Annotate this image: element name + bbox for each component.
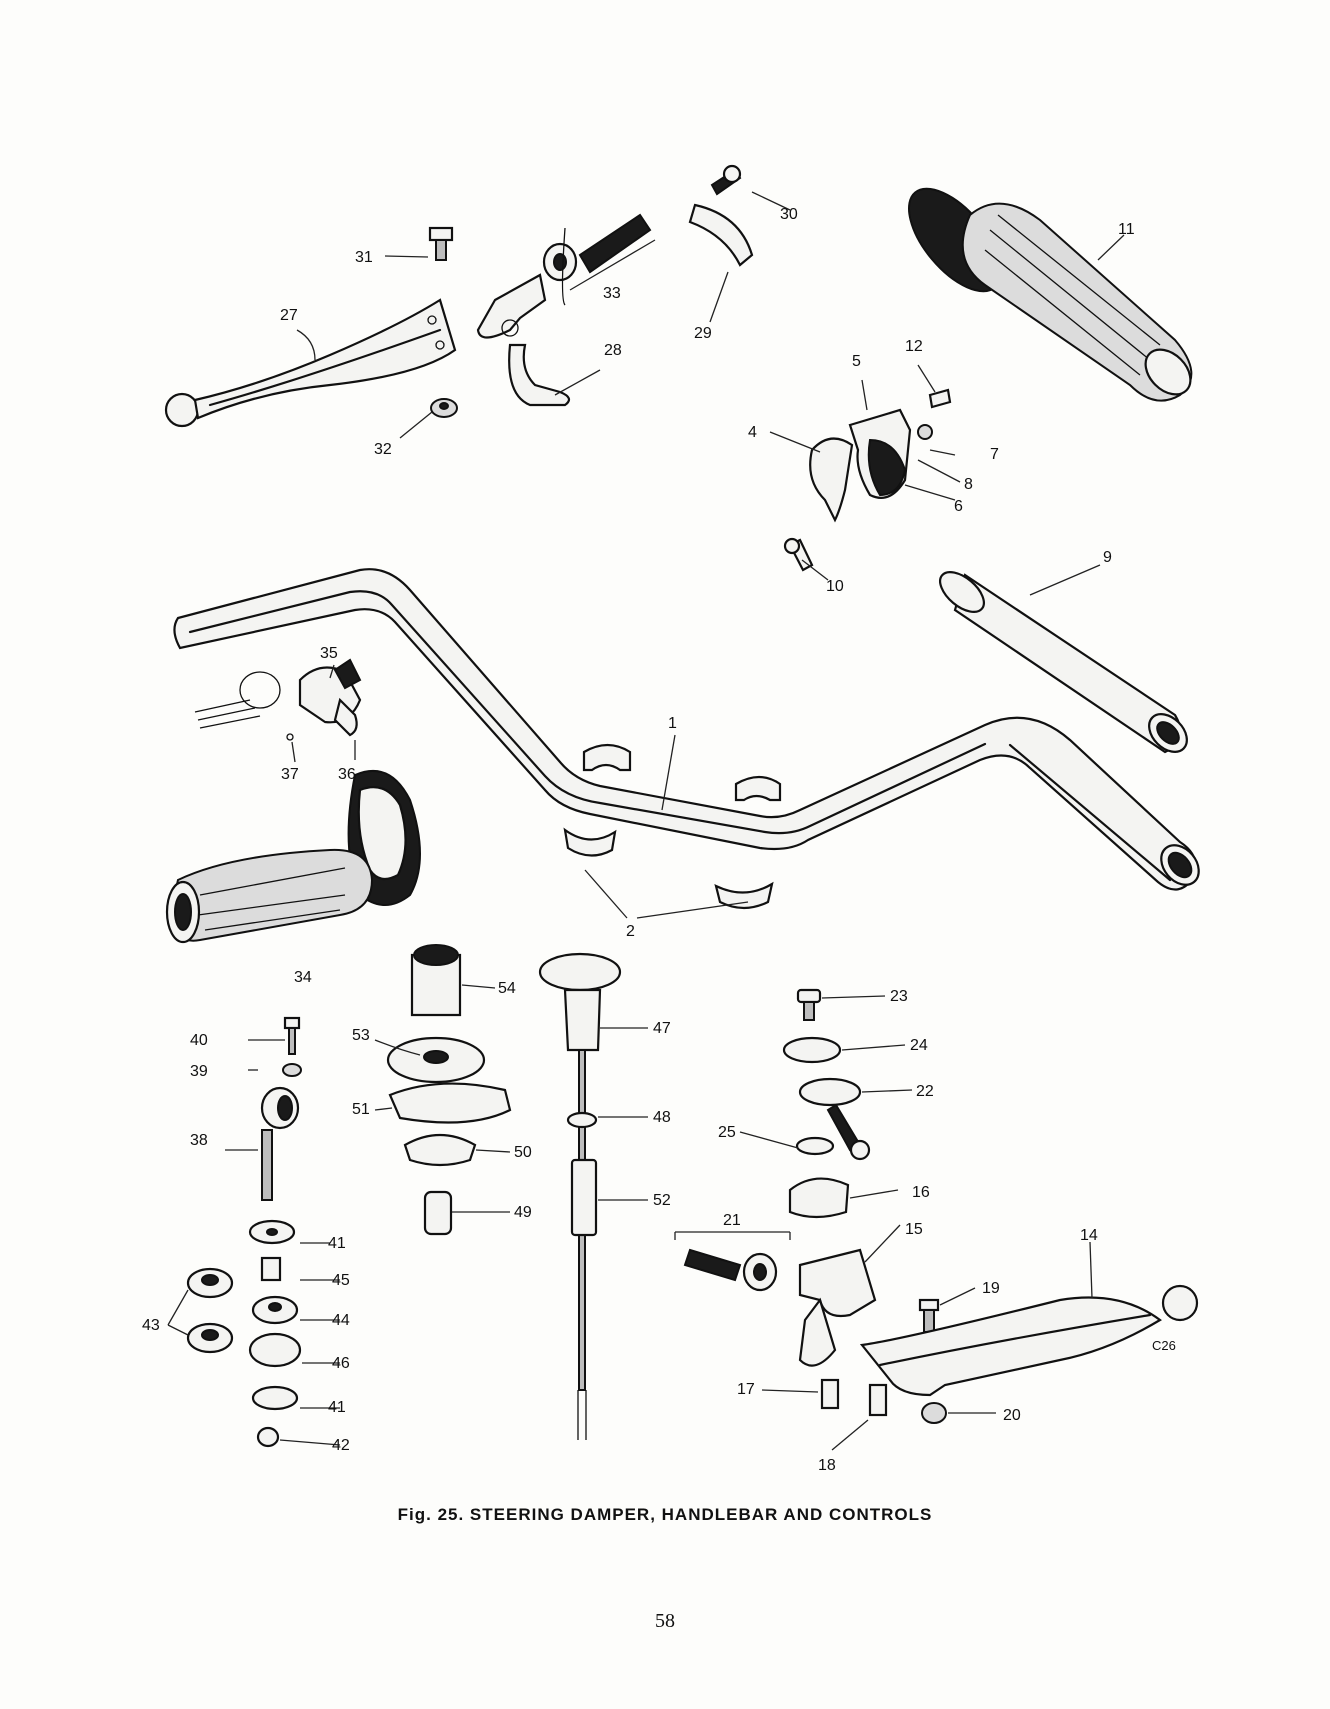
callout-39: 39 bbox=[190, 1063, 208, 1080]
callout-40: 40 bbox=[190, 1032, 208, 1049]
callout-46: 46 bbox=[332, 1355, 350, 1372]
leader-lines bbox=[167, 191, 1125, 1451]
callout-18: 18 bbox=[818, 1457, 836, 1474]
callout-42: 42 bbox=[332, 1437, 350, 1454]
callout-52: 52 bbox=[653, 1192, 671, 1209]
callout-30: 30 bbox=[780, 206, 798, 223]
callout-15: 15 bbox=[905, 1221, 923, 1238]
lever-bracket bbox=[476, 273, 571, 407]
callout-20: 20 bbox=[1003, 1407, 1021, 1424]
callout-53: 53 bbox=[352, 1027, 370, 1044]
damper-rod bbox=[538, 952, 622, 1440]
nut-32 bbox=[430, 398, 458, 418]
dip-switch bbox=[194, 658, 362, 741]
callout-37: 37 bbox=[281, 766, 299, 783]
callout-38: 38 bbox=[190, 1132, 208, 1149]
drawing-code: C26 bbox=[1152, 1338, 1176, 1353]
damper-parts-left-column bbox=[186, 1016, 302, 1448]
right-handlebar-grip bbox=[907, 187, 1193, 402]
callout-22: 22 bbox=[916, 1083, 934, 1100]
callout-41b: 41 bbox=[328, 1399, 346, 1416]
callout-6: 6 bbox=[954, 498, 963, 515]
handlebar-clamps bbox=[563, 743, 782, 910]
callout-49: 49 bbox=[514, 1204, 532, 1221]
callout-47: 47 bbox=[653, 1020, 671, 1037]
callout-2: 2 bbox=[626, 923, 635, 940]
callout-4: 4 bbox=[748, 424, 757, 441]
screw-30 bbox=[710, 164, 742, 196]
right-lever-assembly bbox=[683, 988, 1199, 1424]
callout-44: 44 bbox=[332, 1312, 350, 1329]
callout-labels: 1 2 4 5 6 7 8 9 10 11 12 14 15 16 17 18 … bbox=[142, 206, 1176, 1474]
callout-34: 34 bbox=[294, 969, 312, 986]
callout-50: 50 bbox=[514, 1144, 532, 1161]
clip-29 bbox=[688, 203, 754, 267]
callout-16: 16 bbox=[912, 1184, 930, 1201]
adjuster-screw-assembly bbox=[542, 213, 652, 306]
callout-25: 25 bbox=[718, 1124, 736, 1141]
callout-19: 19 bbox=[982, 1280, 1000, 1297]
figure-caption: Fig. 25. STEERING DAMPER, HANDLEBAR AND … bbox=[397, 1505, 933, 1524]
callout-23: 23 bbox=[890, 988, 908, 1005]
callout-48: 48 bbox=[653, 1109, 671, 1126]
callout-11: 11 bbox=[1118, 221, 1135, 238]
callout-45: 45 bbox=[332, 1272, 350, 1289]
callout-32: 32 bbox=[374, 441, 392, 458]
callout-8: 8 bbox=[964, 476, 973, 493]
callout-1: 1 bbox=[668, 715, 677, 732]
throttle-sleeve bbox=[939, 571, 1188, 754]
callout-43: 43 bbox=[142, 1317, 160, 1334]
throttle-body bbox=[783, 388, 952, 572]
left-handlebar-grip bbox=[165, 770, 421, 944]
callout-5: 5 bbox=[852, 353, 861, 370]
damper-parts-middle-column bbox=[386, 944, 512, 1236]
callout-17: 17 bbox=[737, 1381, 755, 1398]
callout-14: 14 bbox=[1080, 1227, 1098, 1244]
callout-35: 35 bbox=[320, 645, 338, 662]
callout-27: 27 bbox=[280, 307, 298, 324]
callout-12: 12 bbox=[905, 338, 923, 355]
callout-24: 24 bbox=[910, 1037, 928, 1054]
callout-10: 10 bbox=[826, 578, 844, 595]
callout-54: 54 bbox=[498, 980, 516, 997]
callout-51: 51 bbox=[352, 1101, 370, 1118]
callout-33: 33 bbox=[603, 285, 621, 302]
handlebar bbox=[173, 568, 1200, 891]
callout-31: 31 bbox=[355, 249, 373, 266]
callout-29: 29 bbox=[694, 325, 712, 342]
callout-21: 21 bbox=[723, 1212, 741, 1229]
callout-41: 41 bbox=[328, 1235, 346, 1252]
callout-28: 28 bbox=[604, 342, 622, 359]
left-control-lever bbox=[164, 298, 457, 428]
callout-36: 36 bbox=[338, 766, 356, 783]
callout-7: 7 bbox=[990, 446, 999, 463]
page-number: 58 bbox=[655, 1610, 675, 1632]
bolt-31 bbox=[428, 226, 454, 261]
callout-9: 9 bbox=[1103, 549, 1112, 566]
